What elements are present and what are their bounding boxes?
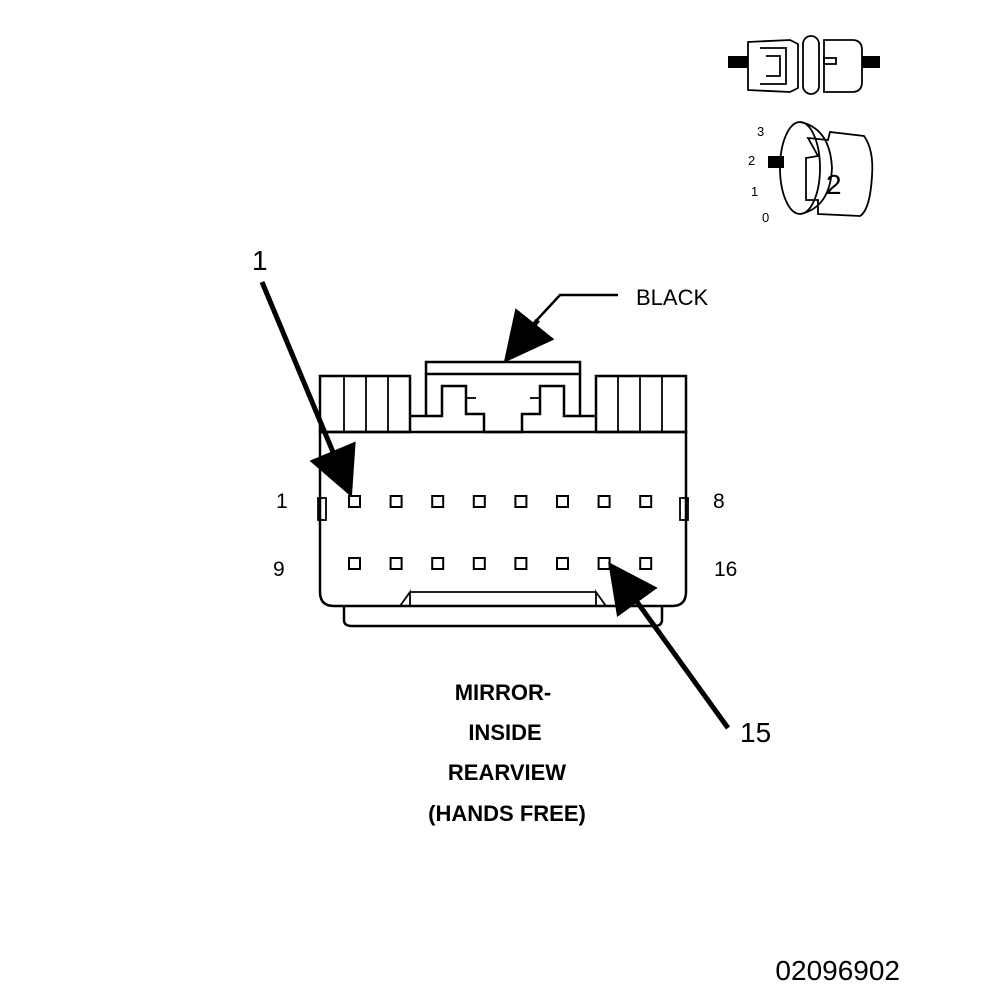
connector-side-view-icon <box>728 35 880 95</box>
cavity-16 <box>639 557 653 570</box>
color-leader-line <box>534 293 618 323</box>
cavity-5 <box>514 495 528 508</box>
cavity-2 <box>389 495 403 508</box>
cavity-12 <box>472 557 486 570</box>
cavity-4 <box>472 495 486 508</box>
title-line-4: (HANDS FREE) <box>428 801 586 826</box>
callout-15-arrow <box>608 561 731 730</box>
color-label: BLACK <box>636 285 708 310</box>
pin-number-bottom-left: 9 <box>273 558 285 581</box>
cavity-8 <box>639 495 653 508</box>
cavity-6 <box>556 495 569 508</box>
cavity-3 <box>431 495 445 508</box>
callout-15-label: 15 <box>740 717 771 748</box>
figure-id: 02096902 <box>775 955 900 986</box>
color-leader-arrow <box>503 308 555 363</box>
cavity-11 <box>431 557 445 570</box>
callout-1-arrow <box>259 281 356 498</box>
pin-number-top-right: 8 <box>713 490 725 513</box>
pin-number-bottom-right: 16 <box>714 558 737 581</box>
cavity-13 <box>514 557 528 570</box>
cavity-1 <box>348 495 361 508</box>
scale-label-3: 3 <box>757 124 764 139</box>
cavity-10 <box>389 557 403 570</box>
title-line-1: MIRROR- <box>455 680 552 705</box>
cavity-14 <box>556 557 569 570</box>
cavity-9 <box>348 557 361 570</box>
cavity-15 <box>597 557 611 570</box>
rotation-scale-icon: 3 2 1 0 2 <box>748 121 874 225</box>
scale-label-0: 0 <box>762 210 769 225</box>
title-line-3: REARVIEW <box>448 760 566 785</box>
connector-face <box>317 360 689 628</box>
connector-title: MIRROR- INSIDE REARVIEW (HANDS FREE) <box>428 680 586 826</box>
scale-label-1: 1 <box>751 184 758 199</box>
cavity-7 <box>597 495 611 508</box>
scale-selected-value: 2 <box>826 169 842 200</box>
scale-label-2: 2 <box>748 153 755 168</box>
title-line-2: INSIDE <box>468 720 541 745</box>
pin-number-top-left: 1 <box>276 490 288 513</box>
cavity-grid <box>348 495 653 570</box>
callout-1-label: 1 <box>252 245 268 276</box>
